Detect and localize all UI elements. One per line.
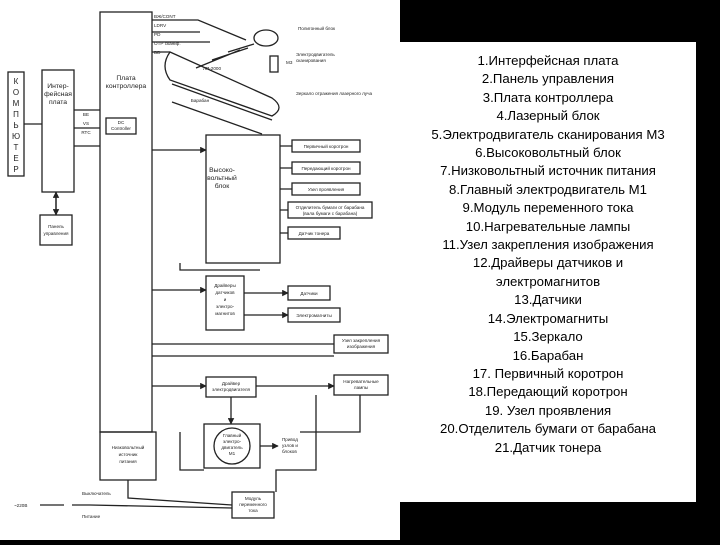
legend-item: 13.Датчики [514, 292, 582, 308]
drum-lower [171, 83, 273, 135]
computer-letter: П [13, 110, 19, 119]
hv-output-toner-label: Датчик тонера [299, 231, 330, 236]
hv-output-develop-label: Узел проявления [308, 187, 345, 192]
legend-item: 4.Лазерный блок [496, 108, 600, 124]
legend-list: 1.Интерфейсная плата 2.Панель управления 3… [400, 42, 696, 457]
computer-letter: Т [14, 143, 19, 152]
top-signal-label: PD [154, 32, 161, 37]
legend-item: 15.Зеркало [513, 329, 583, 345]
legend-item: 3.Плата контроллера [482, 89, 614, 105]
legend-item: 9.Модуль переменного тока [462, 200, 634, 216]
computer-letter: Ь [13, 121, 18, 130]
top-signal-label: LDRV [154, 23, 167, 28]
polygon-mirror [253, 29, 279, 47]
drum-shape [164, 51, 280, 117]
legend-item: 7.Низковольтный источник питания [440, 163, 656, 179]
computer-letter: Е [13, 154, 18, 163]
electromagnets-label: Электромагниты [296, 313, 332, 318]
legend-item: 19. Узел проявления [484, 402, 612, 418]
computer-letter: Р [13, 165, 18, 174]
legend-panel: 1.Интерфейсная плата 2.Панель управления 3… [400, 42, 696, 502]
main-motor-circle [213, 427, 251, 465]
legend-item: 5.Электродвигатель сканирования М3 [431, 126, 665, 142]
polygon-mirror-label: Полигонный блок [298, 25, 336, 31]
legend-item: 2.Панель управления [481, 71, 615, 87]
hv-block-box [205, 134, 281, 264]
legend-item: 16.Барабан [512, 347, 584, 363]
legend-item: электромагнитов [495, 273, 601, 289]
drum-model-label: ЛП-2000 [203, 66, 222, 71]
top-signal-label: ОТР сканир. [154, 41, 181, 46]
control-panel-box [39, 214, 73, 246]
computer-letter: Ю [12, 132, 20, 141]
top-signal-label: BD [154, 50, 161, 55]
legend-item: 10.Нагревательные лампы [465, 218, 631, 234]
legend-item: 12.Драйверы датчиков и [472, 255, 624, 271]
legend-item: 20.Отделитель бумаги от барабана [439, 421, 656, 437]
legend-item: 8.Главный электродвигатель М1 [449, 181, 647, 197]
sensor-drivers-box [205, 275, 245, 331]
ac-plug-label: ~220В [14, 503, 27, 508]
legend-item: 18.Передающий коротрон [468, 384, 628, 400]
legend-item: 11.Узел закрепления изображения [442, 237, 654, 253]
laser-beam-lines [195, 43, 255, 69]
fuse-label: Питание [82, 514, 101, 519]
hv-output-separator-label: Отделитель бумаги от барабана(вала бумаг… [296, 205, 365, 216]
scan-motor-body [269, 55, 279, 73]
computer-letter: К [14, 77, 19, 86]
legend-item: 1.Интерфейсная плата [477, 53, 619, 68]
laser-beam-label: Зеркало отражения лазерного луча [296, 91, 372, 96]
computer-letter: О [13, 88, 19, 97]
computer-letter: М [13, 99, 20, 108]
legend-item: 14.Электромагниты [487, 310, 609, 326]
power-switch-label: Выключатель [82, 491, 111, 496]
hv-output-transfer-label: Передающий коротрон [301, 165, 351, 171]
hv-output-primary-label: Первичный коротрон [304, 143, 349, 149]
m3-label: М3 [286, 60, 293, 65]
legend-item: 17. Первичный коротрон [472, 365, 624, 381]
legend-item: 21.Датчик тонера [494, 439, 602, 455]
drum-label: Барабан [191, 98, 210, 103]
controller-chip-box [105, 117, 137, 135]
sensors-label: Датчики [300, 291, 318, 296]
legend-item: 6.Высоковольтный блок [475, 145, 621, 161]
top-signal-label: ВЖ/CONT [154, 14, 176, 19]
